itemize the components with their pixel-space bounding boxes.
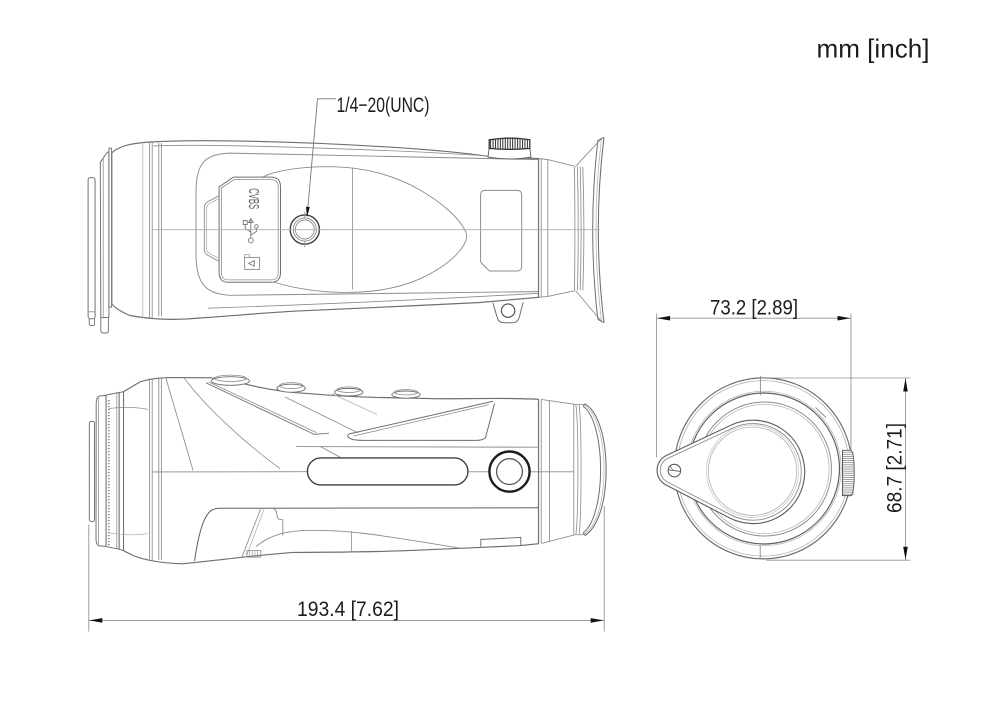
- svg-text:mm [inch]: mm [inch]: [817, 34, 930, 64]
- svg-text:CVBS: CVBS: [245, 188, 262, 209]
- svg-text:68.7 [2.71]: 68.7 [2.71]: [883, 423, 907, 513]
- svg-text:1/4−20(UNC): 1/4−20(UNC): [337, 94, 430, 117]
- svg-text:193.4 [7.62]: 193.4 [7.62]: [297, 597, 399, 621]
- svg-text:73.2 [2.89]: 73.2 [2.89]: [710, 295, 798, 319]
